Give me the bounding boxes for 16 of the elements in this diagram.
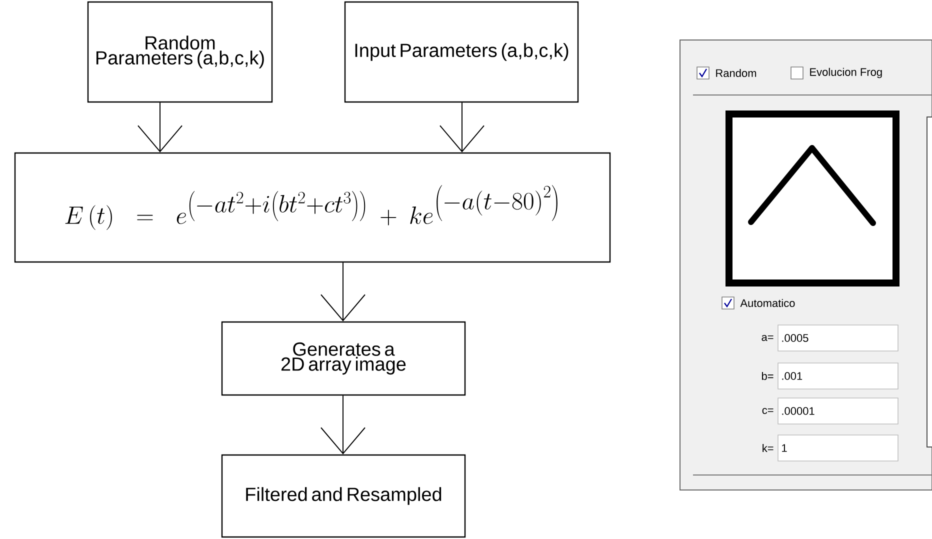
field-label: k= — [762, 444, 774, 452]
input-field: .0005 — [778, 324, 898, 352]
field-label: a= — [762, 335, 774, 342]
input-field: .00001 — [778, 398, 898, 424]
formula-box: $E\left(t\right)=e^{\left(-at^{2}+i\left(bt^{2}+ct^{3}\right)\right)}+ke^{\left(-a\left(t-80\right)^{2}\right)}$ — [14, 152, 611, 263]
process-box: Generates a 2D array image — [221, 321, 466, 396]
input-field: .001 — [778, 362, 898, 390]
checkbox: Automatico — [722, 296, 795, 310]
checkbox: Evolucion Frog — [790, 66, 882, 80]
field-label: c= — [762, 408, 774, 414]
parameter-box: Input Parameters (a,b,c,k) — [344, 1, 579, 103]
input-field: 1 — [778, 434, 898, 462]
process-box: Filtered and Resampled — [221, 454, 466, 538]
field-label: b= — [762, 372, 774, 380]
parameter-box: Random Parameters (a,b,c,k) — [87, 1, 273, 103]
checkbox: Random — [696, 66, 756, 80]
